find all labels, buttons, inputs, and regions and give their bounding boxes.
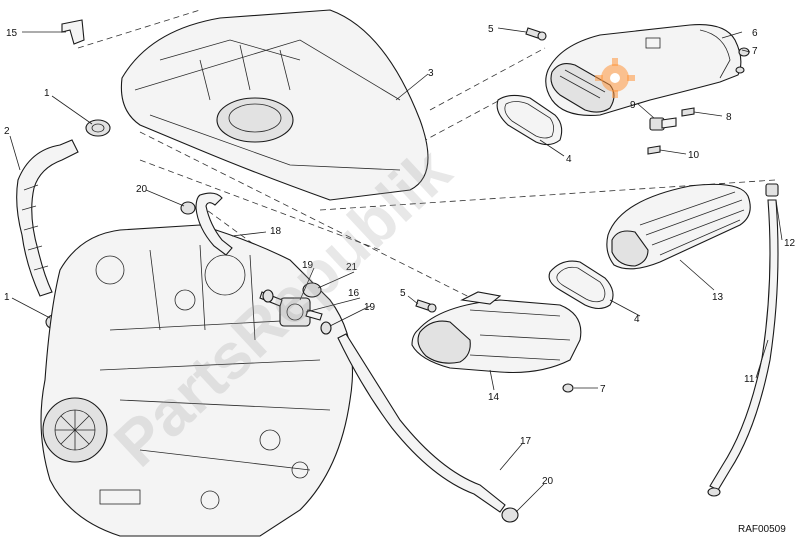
intake-duct-upper-part[interactable]	[545, 24, 742, 116]
callout-19-upper: 19	[302, 260, 314, 271]
callout-10: 10	[688, 150, 700, 161]
callout-leaders	[9, 27, 783, 513]
callout-12: 12	[784, 238, 796, 249]
callout-8: 8	[726, 112, 732, 123]
callout-labels: 15 1 2 3 5 6 7 8 9 10 4 12 13 4 11 20 18…	[4, 24, 796, 487]
clip-lower-part[interactable]	[501, 507, 519, 523]
callout-16: 16	[348, 288, 360, 299]
callout-5-lower: 5	[400, 288, 406, 299]
callout-7-lower: 7	[600, 384, 606, 395]
drain-hose-part[interactable]	[337, 333, 506, 513]
air-filter-part[interactable]	[606, 183, 751, 270]
washer-6-part[interactable]	[738, 47, 750, 57]
screw-5-lower-part[interactable]	[415, 299, 437, 313]
drain-tube-part[interactable]	[707, 199, 779, 497]
callout-5-upper: 5	[488, 24, 494, 35]
vent-hose-part[interactable]	[195, 192, 233, 256]
callout-7-upper: 7	[752, 46, 758, 57]
callout-18: 18	[270, 226, 282, 237]
callout-19-lower: 19	[364, 302, 376, 313]
nut-7-lower-part[interactable]	[562, 383, 574, 393]
airbox-part[interactable]	[120, 9, 429, 201]
screw-5-upper-part[interactable]	[525, 27, 547, 41]
callout-9: 9	[630, 100, 636, 111]
callout-3: 3	[428, 68, 434, 79]
seal-19-right-part[interactable]	[320, 321, 332, 335]
callout-21: 21	[346, 262, 358, 273]
callout-20-lower: 20	[542, 476, 554, 487]
screw-10-part[interactable]	[647, 145, 661, 155]
gasket-upper-part[interactable]	[496, 94, 563, 146]
callout-4-upper: 4	[566, 154, 572, 165]
cap-21-part[interactable]	[302, 282, 322, 298]
callout-1-lower: 1	[4, 292, 10, 303]
seal-19-left-part[interactable]	[262, 289, 274, 303]
gasket-lower-part[interactable]	[548, 260, 614, 310]
callout-2: 2	[4, 126, 10, 137]
callout-13: 13	[712, 292, 724, 303]
sensor-9-part[interactable]	[649, 117, 677, 131]
intake-duct-lower-part[interactable]	[411, 291, 582, 373]
callout-4-lower: 4	[634, 314, 640, 325]
callout-11: 11	[744, 374, 755, 385]
breather-hose-left-part[interactable]	[16, 139, 79, 297]
callout-1-upper: 1	[44, 88, 50, 99]
callout-20-upper: 20	[136, 184, 148, 195]
callout-15: 15	[6, 28, 18, 39]
gear-logo-icon	[595, 58, 635, 98]
callout-14: 14	[488, 392, 500, 403]
plug-12-part[interactable]	[765, 183, 779, 197]
nut-7-upper-part[interactable]	[735, 66, 745, 74]
callout-6: 6	[752, 28, 758, 39]
screw-8-part[interactable]	[681, 107, 695, 117]
clip-upper-part[interactable]	[180, 201, 196, 215]
callout-17: 17	[520, 436, 532, 447]
diagram-reference-code: RAF00509	[738, 524, 786, 535]
